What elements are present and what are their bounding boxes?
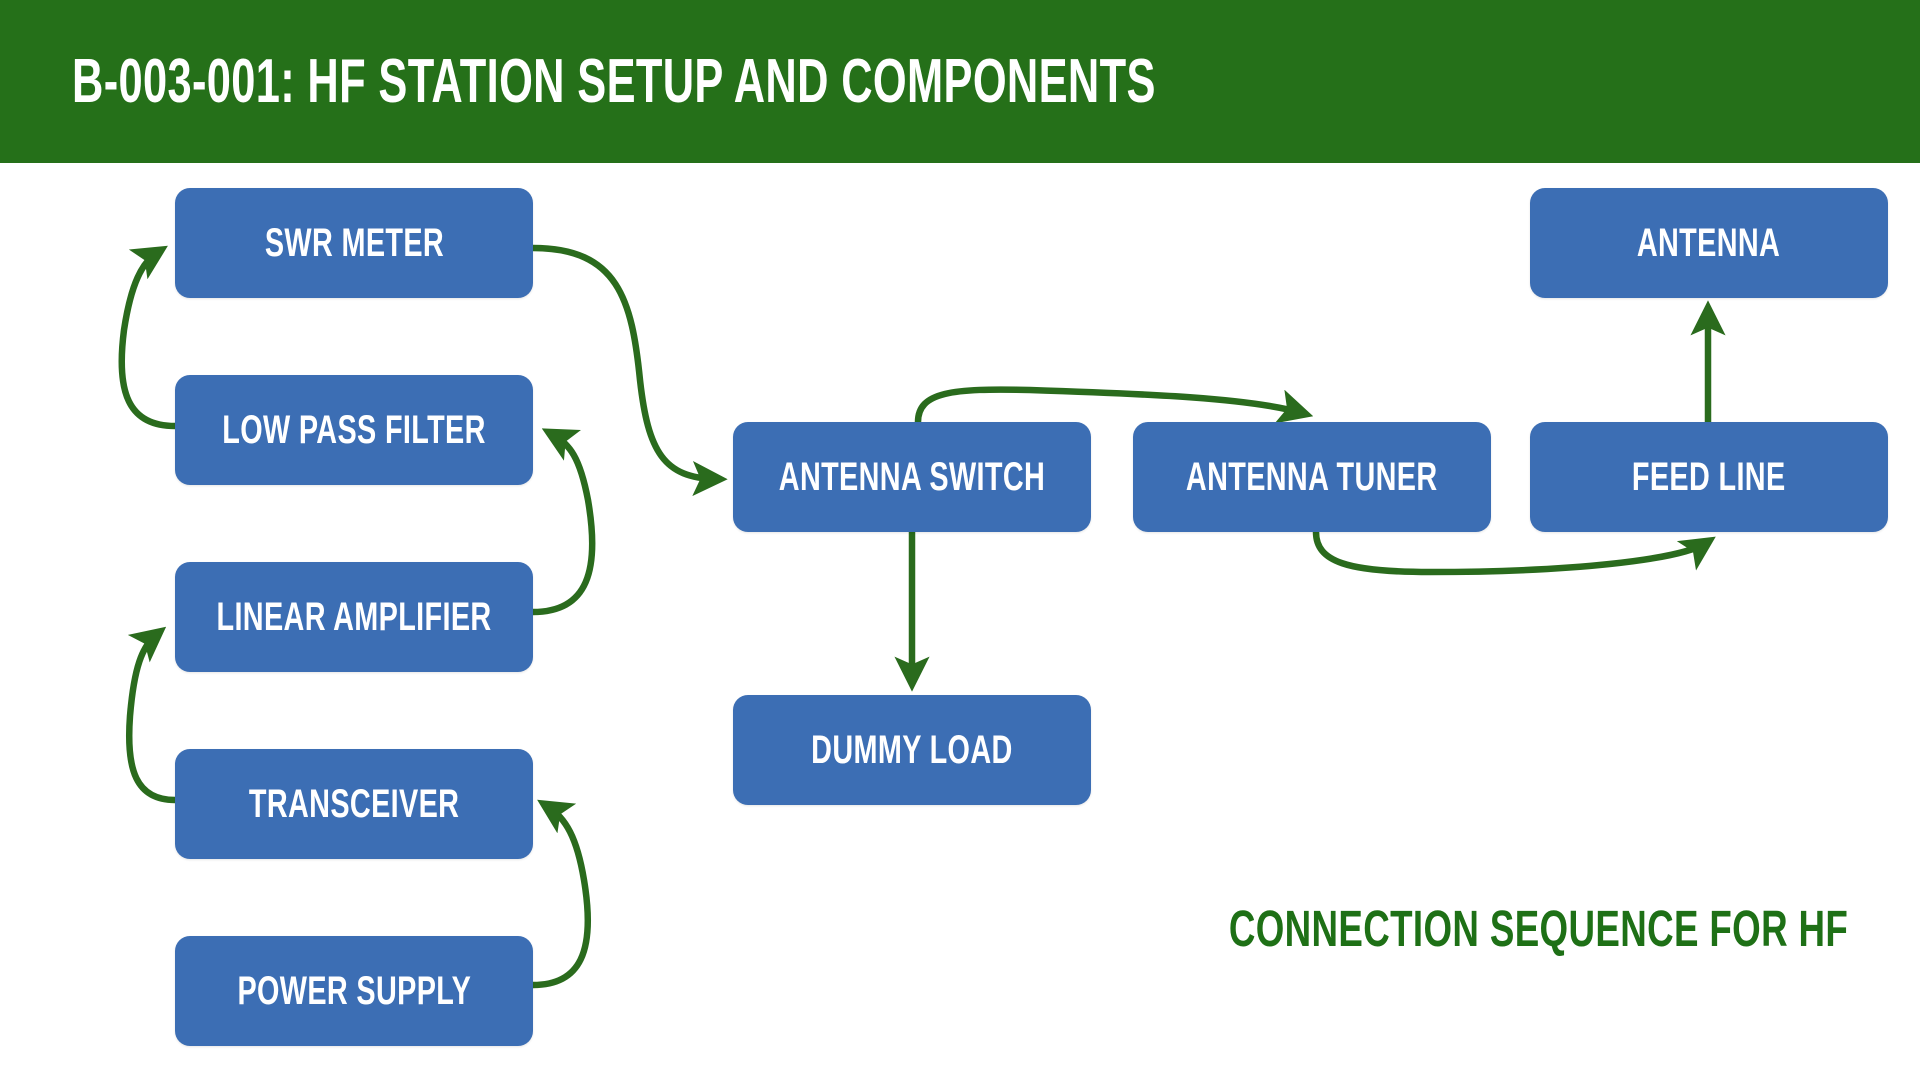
node-antenna-tuner[interactable]: ANTENNA TUNER (1133, 422, 1491, 532)
edge-antenna-switch-to-antenna-tuner (914, 386, 1314, 426)
node-label: LINEAR AMPLIFIER (216, 594, 492, 639)
edge-transceiver-to-linear-amplifier (125, 626, 179, 804)
node-linear-amplifier[interactable]: LINEAR AMPLIFIER (175, 562, 533, 672)
node-label: ANTENNA (1637, 220, 1781, 265)
node-antenna-switch[interactable]: ANTENNA SWITCH (733, 422, 1091, 532)
node-label: FEED LINE (1632, 454, 1786, 499)
node-label: POWER SUPPLY (237, 968, 471, 1013)
node-label: SWR METER (264, 220, 444, 265)
node-feed-line[interactable]: FEED LINE (1530, 422, 1888, 532)
page-title: B-003-001: HF STATION SETUP AND COMPONEN… (72, 47, 1156, 116)
node-label: DUMMY LOAD (811, 727, 1013, 772)
diagram-caption: CONNECTION SEQUENCE FOR HF (1228, 900, 1848, 957)
edge-linear-amplifier-to-low-pass-filter (529, 428, 596, 616)
node-low-pass-filter[interactable]: LOW PASS FILTER (175, 375, 533, 485)
header-bar: B-003-001: HF STATION SETUP AND COMPONEN… (0, 0, 1920, 163)
node-label: LOW PASS FILTER (222, 407, 486, 452)
node-label: TRANSCEIVER (248, 781, 460, 826)
edge-low-pass-filter-to-swr-meter (118, 245, 179, 430)
node-power-supply[interactable]: POWER SUPPLY (175, 936, 533, 1046)
node-label: ANTENNA TUNER (1186, 454, 1438, 499)
edge-swr-meter-to-antenna-switch (529, 244, 728, 497)
node-dummy-load[interactable]: DUMMY LOAD (733, 695, 1091, 805)
edge-antenna-tuner-to-feed-line (1312, 528, 1716, 576)
node-label: ANTENNA SWITCH (778, 454, 1046, 499)
node-antenna[interactable]: ANTENNA (1530, 188, 1888, 298)
edge-power-supply-to-transceiver (529, 799, 592, 989)
node-swr-meter[interactable]: SWR METER (175, 188, 533, 298)
node-transceiver[interactable]: TRANSCEIVER (175, 749, 533, 859)
